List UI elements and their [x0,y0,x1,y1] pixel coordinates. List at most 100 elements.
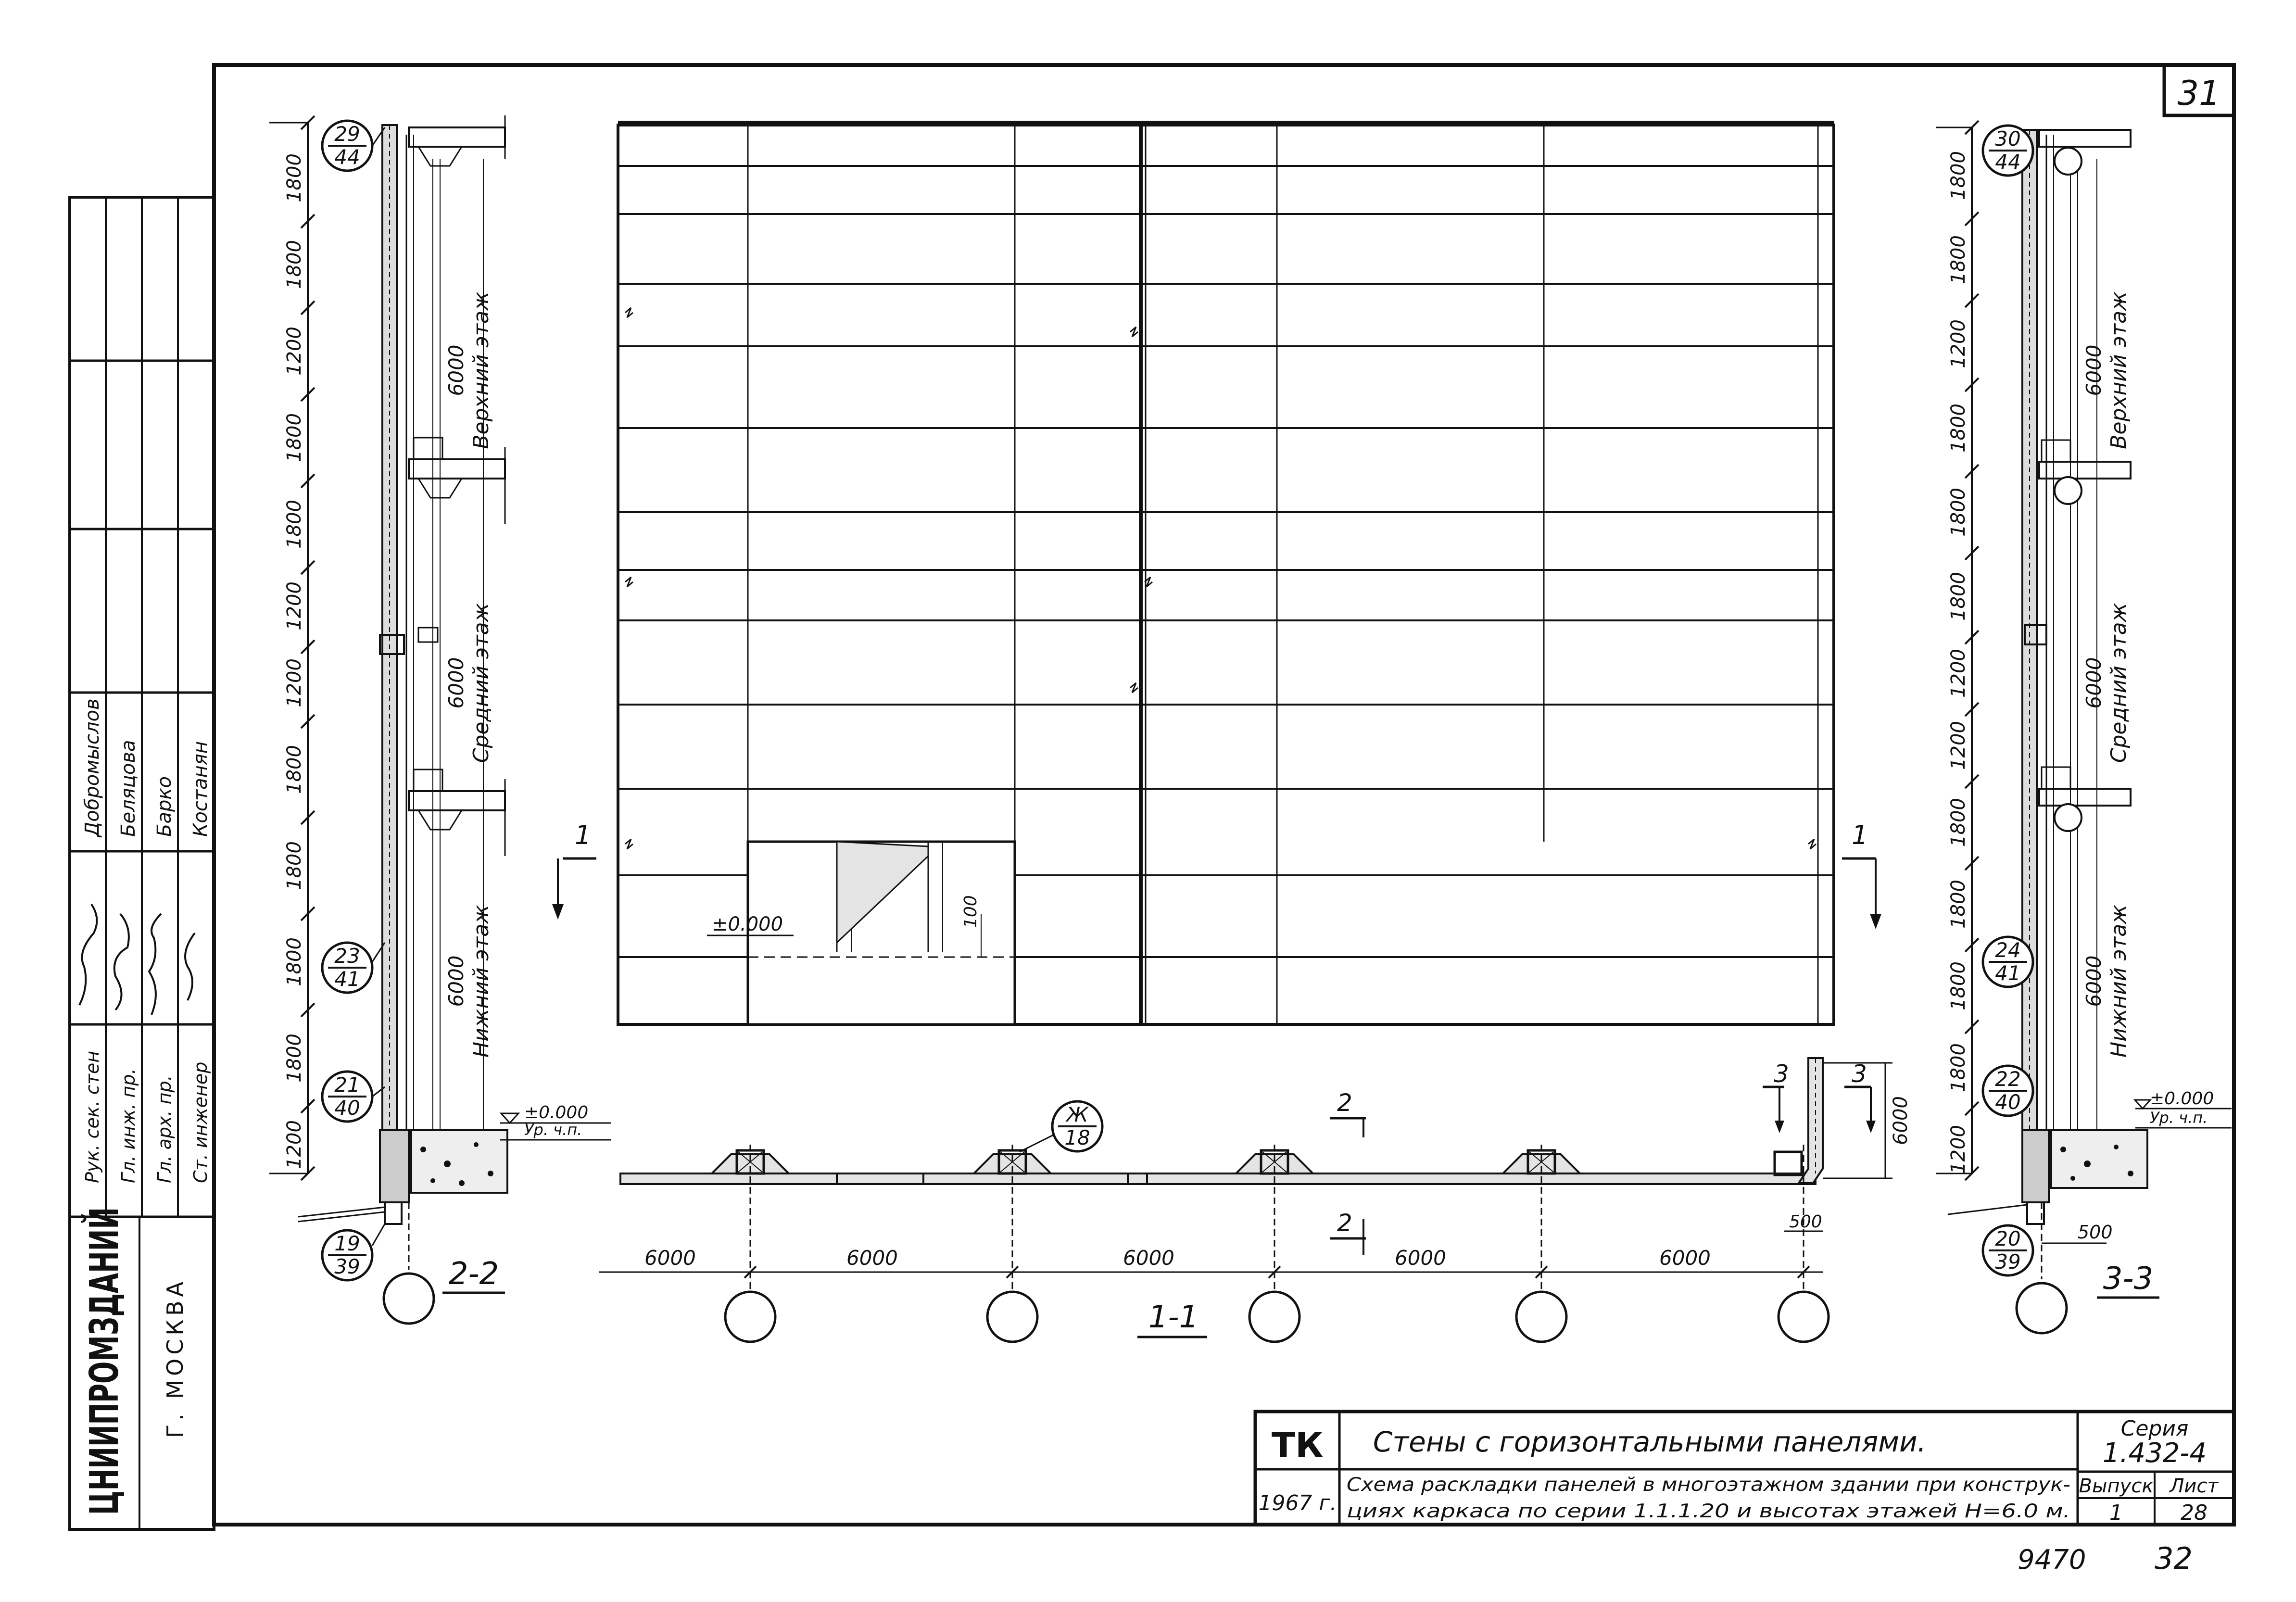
break-mark [1130,326,1138,338]
svg-text:Ж: Ж [1065,1103,1089,1126]
section-right-dim: 1800 [1947,572,1969,621]
signature-mark-1 [113,913,130,1011]
section-left-dim: 1800 [283,413,305,462]
section-label: 3-3 [2103,1261,2154,1297]
series-value: 1.432-4 [2103,1438,2207,1469]
floor-slab [408,769,506,856]
axis-bubble [382,1272,435,1325]
section-left-dim: 1200 [283,1120,305,1169]
span-dim: 6000 [644,1246,696,1270]
section-left-dim: 1800 [283,1034,305,1083]
span-dim: 6000 [1395,1246,1446,1270]
level-mark: ±0.000 [2150,1089,2214,1109]
page-number: 31 [2177,74,2220,113]
floor-name: Средний этаж [469,603,493,763]
floor-slab [2038,129,2132,176]
svg-text:18: 18 [1064,1126,1090,1149]
title-year: 1967 г. [1258,1491,1337,1515]
section-mark-2: 2 2 [1330,1089,1366,1255]
svg-text:3: 3 [1852,1060,1867,1088]
callout-bubble: 21 40 [321,1070,374,1123]
series-label: Серия [2121,1416,2189,1441]
level-mark: ±0.000 [712,913,783,935]
section-mark-left: 1 [552,820,596,920]
signature-role-3: Ст. инженер [190,1062,211,1183]
svg-text:24: 24 [1995,938,2020,962]
floor-name: Верхний этаж [2107,291,2131,449]
break-mark [625,307,633,318]
section-right-dim: 1200 [1947,1125,1969,1174]
section-left-dim: 1800 [283,500,305,549]
floor-name: Нижний этаж [2107,905,2131,1058]
title-code: ТК [1272,1425,1324,1465]
svg-text:23: 23 [334,944,360,968]
floor-height: 6000 [444,657,468,709]
page-number-box [2162,63,2236,117]
plan-column [1773,1150,1803,1176]
svg-text:40: 40 [334,1096,360,1120]
section-left-dim: 1800 [283,153,305,202]
floor-name: Средний этаж [2107,603,2131,763]
break-mark [625,576,633,588]
callout-bubble: 24 41 [1981,935,2034,988]
floor-slab [2038,766,2132,832]
svg-text:30: 30 [1995,127,2020,151]
section-label: 1-1 [1148,1299,1199,1335]
signature-mark-2 [148,913,162,1015]
dim-100: 100 [961,895,981,928]
axis-bubble [724,1290,777,1343]
callout-bubble: 30 44 [1981,124,2034,177]
svg-text:22: 22 [1995,1067,2020,1091]
section-left-dim: 1800 [283,240,305,289]
drawing-title: Стены с горизонтальными панелями. [1373,1425,1926,1458]
section-left-dim: 1800 [283,841,305,890]
svg-text:1: 1 [575,820,591,850]
footer-right-number: 32 [2155,1541,2193,1576]
foundation [1947,1129,2148,1225]
section-right-dim: 1800 [1947,488,1969,537]
svg-text:19: 19 [334,1232,360,1255]
issue-label: Выпуск [2079,1475,2154,1497]
section-right-dim: 1800 [1947,961,1969,1010]
section-label: 2-2 [449,1256,499,1292]
floor-height: 6000 [2082,657,2106,709]
section-mark-3: 3 3 [1763,1060,1876,1133]
section-right-dim: 1800 [1947,1043,1969,1092]
left-stamp: Рук. сек. стен Гл. инж. пр. Гл. арх. пр.… [68,196,215,1531]
section-left-dim: 1200 [283,581,305,631]
svg-text:2: 2 [1337,1089,1352,1117]
section-mark-right: 1 [1842,820,1881,929]
section-left-dim: 1800 [283,937,305,986]
break-mark [1144,576,1153,588]
window-joint [379,634,405,655]
door-opening: ±0.000 100 [707,840,1016,1026]
level-mark: ±0.000 [524,1103,588,1123]
svg-text:20: 20 [1995,1227,2020,1250]
title-block: ТК 1967 г. Стены с горизонтальными панел… [1253,1410,2236,1526]
signature-role-1: Гл. инж. пр. [118,1068,139,1183]
level-note: Ур. ч.п. [524,1121,582,1139]
section-left-dim: 1200 [283,327,305,376]
corner-dim: 6000 [1890,1096,1912,1145]
svg-text:29: 29 [334,122,360,146]
section-right-dim: 1800 [1947,151,1969,200]
svg-text:3: 3 [1774,1060,1789,1088]
offset-dim: 500 [1789,1212,1822,1232]
foundation [298,1129,508,1225]
axis-bubble [2015,1282,2068,1335]
signature-name-0: Добромыслов [81,698,103,838]
callout-bubble: Ж 18 [1051,1100,1104,1153]
section-right-dim: 1800 [1947,798,1969,847]
callout-bubble: 22 40 [1981,1064,2034,1117]
section-2-2: 1800 1800 1200 1800 1800 1200 1200 1800 … [269,115,611,1325]
section-left-dim: 1200 [283,658,305,707]
signature-name-3: Костанян [189,741,212,837]
svg-text:21: 21 [334,1073,360,1097]
section-right-dim: 1800 [1947,880,1969,929]
section-right-dim: 1200 [1947,721,1969,770]
callout-bubble: 29 44 [321,119,374,172]
floor-slab [2038,439,2132,505]
floor-height: 6000 [2082,956,2106,1007]
span-dim: 6000 [1659,1246,1711,1270]
